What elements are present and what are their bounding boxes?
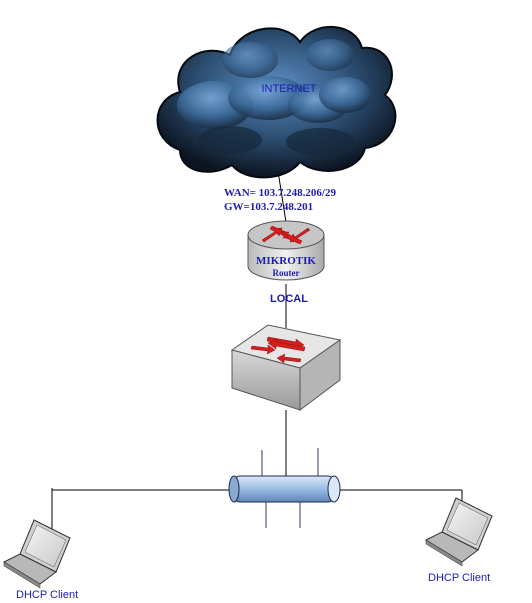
router-type: Router (273, 268, 300, 278)
wan-address: WAN= 103.7.248.206/29 (224, 187, 336, 199)
local-label: LOCAL (270, 293, 308, 305)
connection-lines (51, 119, 463, 530)
left-client-label: DHCP Client (16, 589, 78, 601)
internet-label: INTERNET (262, 83, 317, 95)
right-client-laptop (424, 497, 493, 567)
router-arrows-icon (261, 225, 311, 245)
network-bus (228, 448, 341, 528)
router-name: MIKROTIK (256, 255, 316, 267)
left-client-laptop (2, 519, 71, 589)
network-switch (230, 324, 342, 411)
right-client-label: DHCP Client (428, 572, 490, 584)
mikrotik-router: MIKROTIK Router (247, 220, 325, 281)
bus-left-link (51, 488, 234, 491)
switch-arrows-icon (250, 336, 306, 364)
gateway-address: GW=103.7.248.201 (224, 201, 313, 213)
internet-cloud: INTERNET (156, 26, 397, 179)
